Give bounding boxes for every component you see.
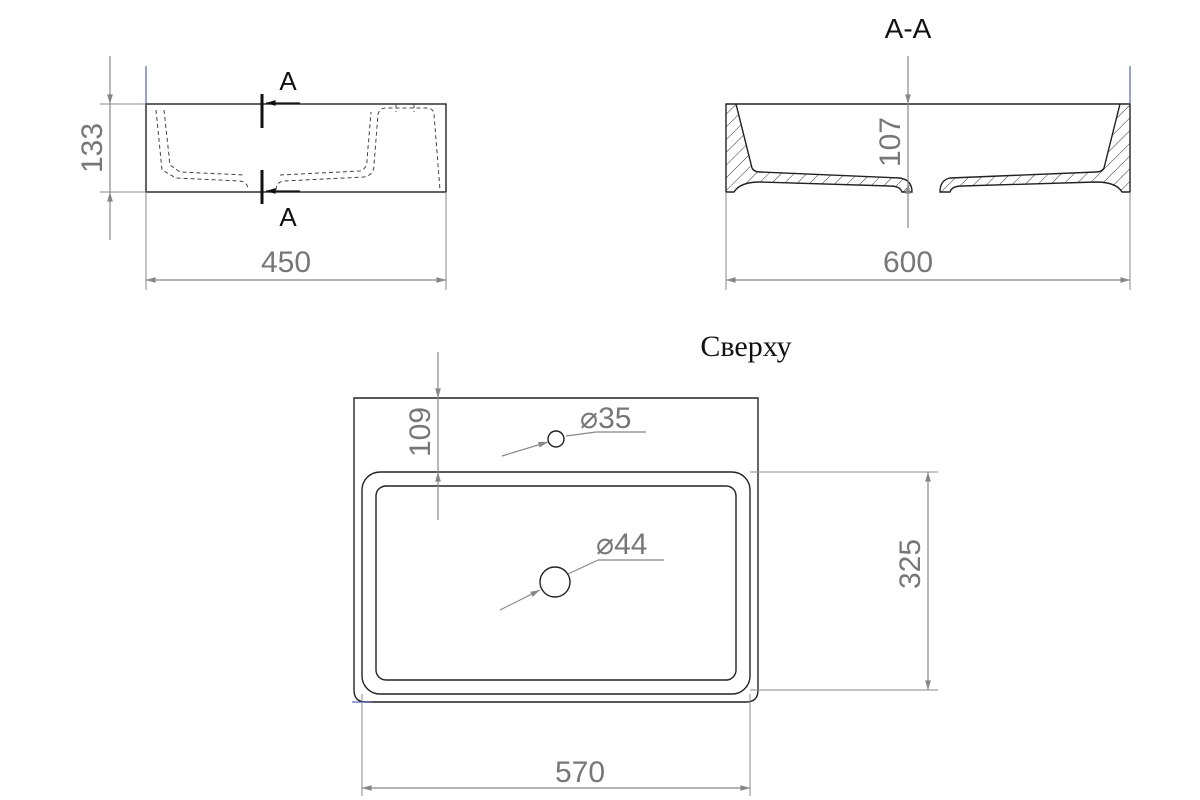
side-view: 133 450 A A xyxy=(76,56,447,290)
bowl-rim-outer xyxy=(361,471,751,695)
side-view-outline xyxy=(145,103,447,193)
side-view-hidden-tap xyxy=(395,104,415,112)
tap-hole xyxy=(547,430,565,448)
section-cut-marker-top: A xyxy=(260,66,300,128)
offset-label: 109 xyxy=(404,407,437,457)
side-width-label: 450 xyxy=(261,246,311,279)
side-height-label: 133 xyxy=(76,123,109,173)
drain-value: 44 xyxy=(614,528,647,561)
section-cut-marker-bottom: A xyxy=(260,170,300,232)
section-view: A-A 107 600 xyxy=(725,13,1131,290)
bowl-depth-label: 325 xyxy=(894,539,927,589)
section-depth-label: 107 xyxy=(874,117,907,167)
section-width-label: 600 xyxy=(883,246,933,279)
diameter-symbol: ⌀ xyxy=(580,402,598,435)
side-view-hidden-bowl xyxy=(155,107,441,191)
diameter-symbol: ⌀ xyxy=(596,528,614,561)
tap-hole-value: 35 xyxy=(598,402,631,435)
bowl-width-label: 570 xyxy=(555,756,605,789)
tap-hole-label: ⌀35 xyxy=(580,402,631,435)
section-title: A-A xyxy=(885,13,932,44)
top-view: Сверху ⌀35 ⌀44 109 325 xyxy=(352,330,938,796)
top-view-title: Сверху xyxy=(700,330,791,363)
svg-text:A: A xyxy=(279,202,297,232)
drain-label: ⌀44 xyxy=(596,528,647,561)
bowl-rim-inner xyxy=(375,485,737,681)
top-view-outline xyxy=(353,397,759,703)
svg-text:A: A xyxy=(279,66,297,96)
section-right-wall xyxy=(939,103,1131,193)
side-view-hidden-bowl-inner xyxy=(163,109,372,176)
drain-hole xyxy=(539,566,571,598)
